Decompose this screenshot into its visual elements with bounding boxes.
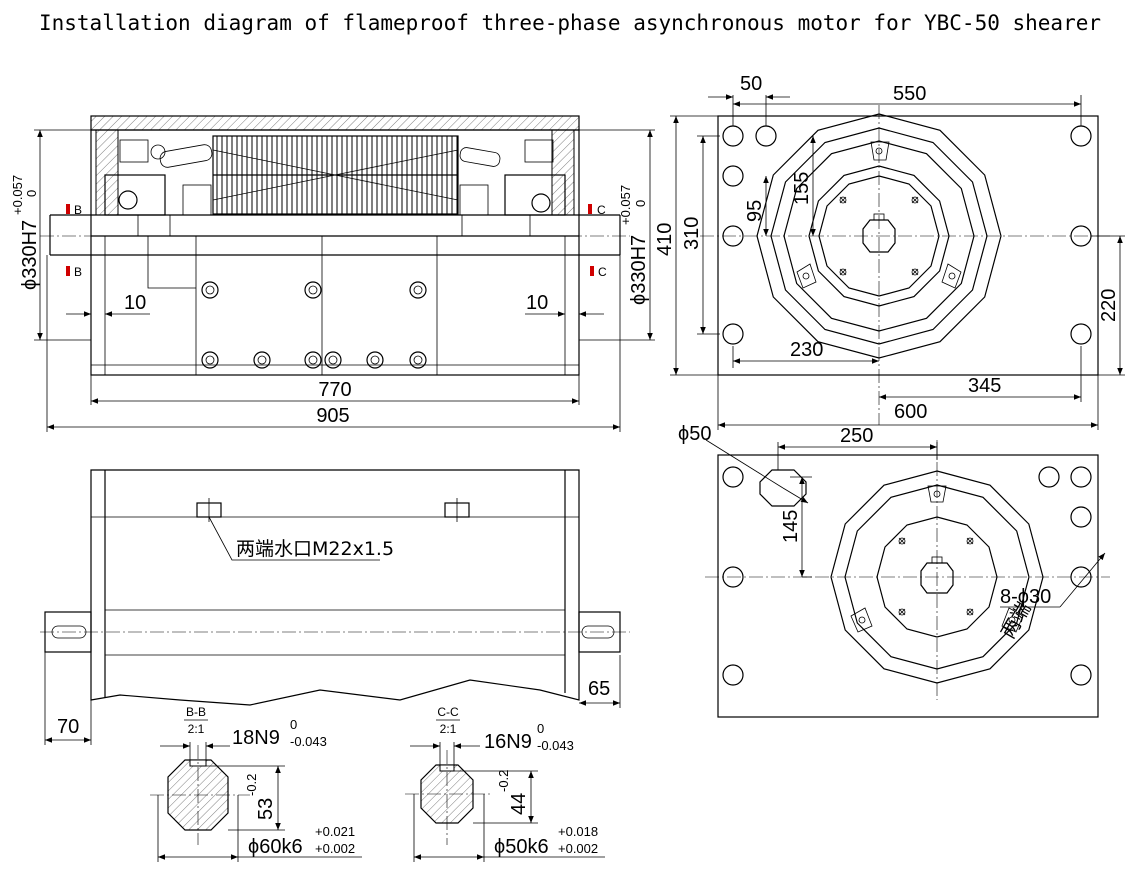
section-cc-title: C-C xyxy=(437,705,459,719)
dim-10-left: 10 xyxy=(124,292,146,314)
front-sectional-view: B B C C ϕ330H7 +0.057 0 ϕ330H7 +0.057 0 … xyxy=(10,115,655,432)
dim-bore-right-tol-up: +0.057 xyxy=(618,185,633,225)
section-bb: B-B 2:1 18N9 0 -0.043 53 -0.2 ϕ60k6 +0.0… xyxy=(150,705,362,862)
section-bb-scale: 2:1 xyxy=(188,722,205,736)
section-bb-shaft: ϕ60k6 xyxy=(248,836,303,858)
section-marker-c-bottom: C xyxy=(598,265,607,279)
section-cc-scale: 2:1 xyxy=(440,722,457,736)
section-cc-shaft-tol-up: +0.018 xyxy=(558,824,598,839)
section-cc-shaft: ϕ50k6 xyxy=(494,836,549,858)
note-water-port: 两端水口M22x1.5 xyxy=(236,538,394,560)
dim-bore-right-tol-lo: 0 xyxy=(633,200,648,207)
dim-bore-left: ϕ330H7 xyxy=(19,220,41,290)
section-bb-title: B-B xyxy=(186,705,206,719)
section-bb-key-tol-up: 0 xyxy=(290,717,297,732)
section-cc-depth: 44 xyxy=(508,793,530,815)
section-cc: C-C 2:1 16N9 0 -0.043 44 -0.2 ϕ50k6 +0.0… xyxy=(405,705,605,862)
section-bb-keyway: 18N9 xyxy=(232,727,280,749)
right-end-shield xyxy=(551,129,575,216)
section-bb-shaft-tol-lo: +0.002 xyxy=(315,841,355,856)
top-view-small-holes xyxy=(839,196,919,276)
dim-65: 65 xyxy=(588,678,610,700)
cable-entry-hole xyxy=(759,469,807,507)
section-bb-depth-tol: -0.2 xyxy=(244,774,259,796)
dim-550: 550 xyxy=(893,83,926,105)
section-cc-depth-tol: -0.2 xyxy=(496,770,511,792)
dim-95: 95 xyxy=(744,200,766,222)
dim-bore-left-tol-lo: 0 xyxy=(24,190,39,197)
bottom-view: 两端水口M22x1.5 65 70 xyxy=(40,469,630,745)
dim-310: 310 xyxy=(681,217,703,250)
dim-410: 410 xyxy=(654,223,676,256)
section-bb-key-tol-lo: -0.043 xyxy=(290,734,327,749)
dim-bore-right: ϕ330H7 xyxy=(628,235,650,305)
dim-70: 70 xyxy=(57,716,79,738)
dim-phi50: ϕ50 xyxy=(678,423,711,445)
dim-770: 770 xyxy=(318,379,351,401)
housing-cover-hatch xyxy=(90,115,580,131)
front-bolt-holes xyxy=(201,281,427,369)
section-marker-c-top: C xyxy=(597,203,606,217)
top-view-mount-holes xyxy=(722,125,1092,345)
dim-230: 230 xyxy=(790,339,823,361)
section-marker-b-bottom: B xyxy=(74,265,82,279)
dim-155: 155 xyxy=(791,172,813,205)
dim-10-right: 10 xyxy=(526,292,548,314)
section-cc-key-tol-lo: -0.043 xyxy=(537,738,574,753)
drawing-title: Installation diagram of flameproof three… xyxy=(39,11,1101,35)
bottom-view-mount-holes xyxy=(722,466,1092,686)
end-view-bottom: 250 ϕ50 145 8-ϕ30 两端 xyxy=(678,423,1110,718)
dim-145: 145 xyxy=(780,510,802,543)
dim-bore-left-tol-up: +0.057 xyxy=(10,175,25,215)
section-bb-depth: 53 xyxy=(255,798,277,820)
bottom-view-small-holes xyxy=(898,537,974,616)
left-bearing xyxy=(118,190,138,210)
dim-345: 345 xyxy=(968,375,1001,397)
dim-8phi30: 8-ϕ30 xyxy=(1000,586,1051,608)
section-marker-b-top: B xyxy=(74,203,82,217)
section-cc-shaft-tol-lo: +0.002 xyxy=(558,841,598,856)
right-bearing xyxy=(531,193,551,213)
section-cc-key-tol-up: 0 xyxy=(537,721,544,736)
dim-250: 250 xyxy=(840,425,873,447)
dim-50-top: 50 xyxy=(740,73,762,95)
section-cc-keyway: 16N9 xyxy=(484,731,532,753)
dim-220: 220 xyxy=(1098,289,1120,322)
dim-905: 905 xyxy=(316,405,349,427)
end-view-top: 50 550 155 95 310 410 220 230 345 600 xyxy=(654,73,1125,430)
dim-600: 600 xyxy=(894,401,927,423)
section-bb-shaft-tol-up: +0.021 xyxy=(315,824,355,839)
left-end-shield xyxy=(95,129,119,216)
